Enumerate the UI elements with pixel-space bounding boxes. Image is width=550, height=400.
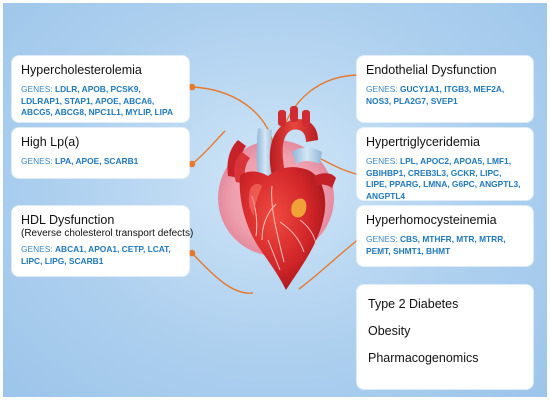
- condition-obesity: Obesity: [368, 324, 411, 338]
- genes-values: LPL, APOC2, APOA5, LMF1, GBIHBP1, CREB3L…: [366, 156, 521, 201]
- card-hyperhomocysteinemia: Hyperhomocysteinemia GENES: CBS, MTHFR, …: [357, 206, 533, 266]
- genes-label: GENES:: [21, 244, 53, 254]
- card-title: Endothelial Dysfunction: [366, 63, 497, 77]
- card-other-conditions: Type 2 Diabetes Obesity Pharmacogenomics: [357, 285, 533, 389]
- card-title: Hypertriglyceridemia: [366, 135, 480, 149]
- genes-values: CBS, MTHFR, MTR, MTRR, PEMT, SHMT1, BHMT: [366, 234, 506, 256]
- card-title: Hypercholesterolemia: [21, 63, 142, 77]
- connector-high-lpa: [191, 130, 226, 165]
- connector-endothelial: [278, 74, 361, 144]
- card-title: High Lp(a): [21, 135, 80, 149]
- card-high-lpa: High Lp(a) GENES: LPA, APOE, SCARB1: [12, 128, 189, 178]
- genes-label: GENES:: [366, 234, 398, 244]
- card-hypercholesterolemia: Hypercholesterolemia GENES: LDLR, APOB, …: [12, 56, 189, 122]
- genes-values: LPA, APOE, SCARB1: [54, 156, 139, 166]
- gene-list: GENES: ABCA1, APOA1, CETP, LCAT, LIPC, L…: [21, 244, 180, 267]
- condition-type-2-diabetes: Type 2 Diabetes: [368, 297, 459, 311]
- card-subtitle: (Reverse cholesterol transport defects): [21, 228, 194, 239]
- card-title: HDL Dysfunction: [21, 213, 115, 227]
- genes-label: GENES:: [366, 156, 398, 166]
- genes-values: GUCY1A1, ITGB3, MEF2A, NOS3, PLA2G7, SVE…: [366, 84, 505, 106]
- genes-label: GENES:: [366, 84, 398, 94]
- gene-list: GENES: LDLR, APOB, PCSK9, LDLRAP1, STAP1…: [21, 84, 180, 119]
- card-hypertriglyceridemia: Hypertriglyceridemia GENES: LPL, APOC2, …: [357, 128, 533, 202]
- genes-label: GENES:: [21, 156, 53, 166]
- card-hdl-dysfunction: HDL Dysfunction (Reverse cholesterol tra…: [12, 206, 194, 276]
- card-endothelial-dysfunction: Endothelial Dysfunction GENES: GUCY1A1, …: [357, 56, 533, 122]
- genes-label: GENES:: [21, 84, 53, 94]
- connector-hypertriglyceridemia: [320, 158, 361, 176]
- connector-hyperhomocysteinemia: [298, 237, 361, 290]
- dot-icon: [188, 83, 196, 91]
- condition-pharmacogenomics: Pharmacogenomics: [368, 351, 479, 365]
- dot-icon: [188, 249, 196, 257]
- gene-list: GENES: GUCY1A1, ITGB3, MEF2A, NOS3, PLA2…: [366, 84, 524, 107]
- genes-values: ABCA1, APOA1, CETP, LCAT, LIPC, LIPG, SC…: [21, 244, 171, 266]
- gene-list: GENES: CBS, MTHFR, MTR, MTRR, PEMT, SHMT…: [366, 234, 524, 257]
- genes-values: LDLR, APOB, PCSK9, LDLRAP1, STAP1, APOE,…: [21, 84, 174, 117]
- card-title: Hyperhomocysteinemia: [366, 213, 497, 227]
- gene-list: GENES: LPL, APOC2, APOA5, LMF1, GBIHBP1,…: [366, 156, 524, 202]
- connector-hypercholesterolemia: [191, 86, 274, 144]
- gene-list: GENES: LPA, APOE, SCARB1: [21, 156, 180, 168]
- connector-hdl: [191, 252, 254, 294]
- dot-icon: [188, 160, 196, 168]
